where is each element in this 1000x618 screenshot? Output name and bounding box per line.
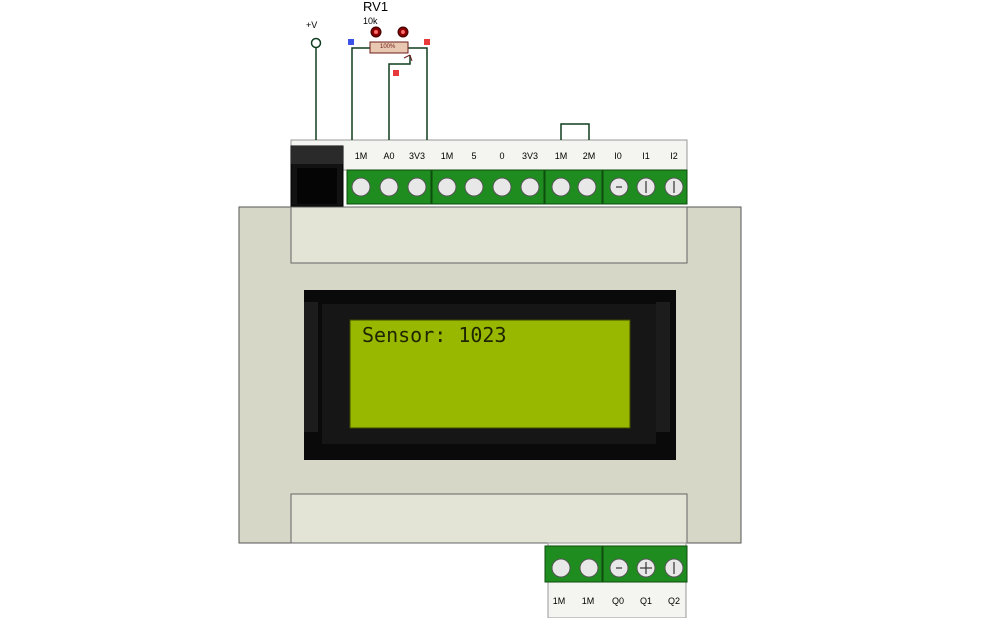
terminal-label: I1 [642, 151, 650, 161]
terminal-label: 2M [582, 151, 596, 161]
pin-marker-red [424, 39, 430, 45]
top-terminal-strip [290, 139, 688, 207]
terminal-label: I0 [614, 151, 622, 161]
lcd-module [304, 290, 676, 460]
terminal-label: Q2 [667, 596, 680, 606]
screw-terminal[interactable] [351, 177, 371, 197]
terminal-label: 3V3 [408, 151, 425, 161]
terminal-label: 3V3 [521, 151, 538, 161]
terminal-label: I2 [670, 151, 678, 161]
screw-terminal[interactable] [551, 558, 571, 578]
screw-terminal[interactable] [551, 177, 571, 197]
lcd-screen [349, 319, 631, 429]
terminal-label: Q1 [639, 596, 652, 606]
screw-terminal[interactable] [520, 177, 540, 197]
lcd-line-1: Sensor: 1023 [362, 323, 507, 347]
terminal-label: 1M [552, 596, 566, 606]
screw-terminal[interactable] [464, 177, 484, 197]
pot-name-label: RV1 [363, 0, 389, 14]
jumper-wire [560, 123, 590, 140]
terminal-label: 5 [471, 151, 477, 161]
pin-marker-red [393, 70, 399, 76]
screw-terminal[interactable] [579, 558, 599, 578]
terminal-label: A0 [383, 151, 395, 161]
pin-marker-blue [348, 39, 354, 45]
potentiometer-rv1[interactable] [369, 26, 413, 62]
terminal-label: 1M [554, 151, 568, 161]
pot-value-label: 10k [363, 16, 378, 26]
screw-terminal[interactable] [577, 177, 597, 197]
terminal-label: 0 [499, 151, 505, 161]
screw-terminal[interactable] [407, 177, 427, 197]
screw-terminal[interactable] [437, 177, 457, 197]
power-terminal[interactable] [310, 37, 322, 49]
terminal-label: 1M [581, 596, 595, 606]
pot-position-label: 100% [380, 44, 396, 50]
terminal-label: 1M [354, 151, 368, 161]
bottom-terminal-strip [544, 542, 688, 618]
terminal-label: 1M [440, 151, 454, 161]
screw-terminal[interactable] [379, 177, 399, 197]
dc-power-jack [290, 145, 344, 207]
circuit-wires [315, 47, 428, 140]
power-label: +V [306, 20, 318, 30]
terminal-label: Q0 [611, 596, 624, 606]
screw-terminal[interactable] [492, 177, 512, 197]
